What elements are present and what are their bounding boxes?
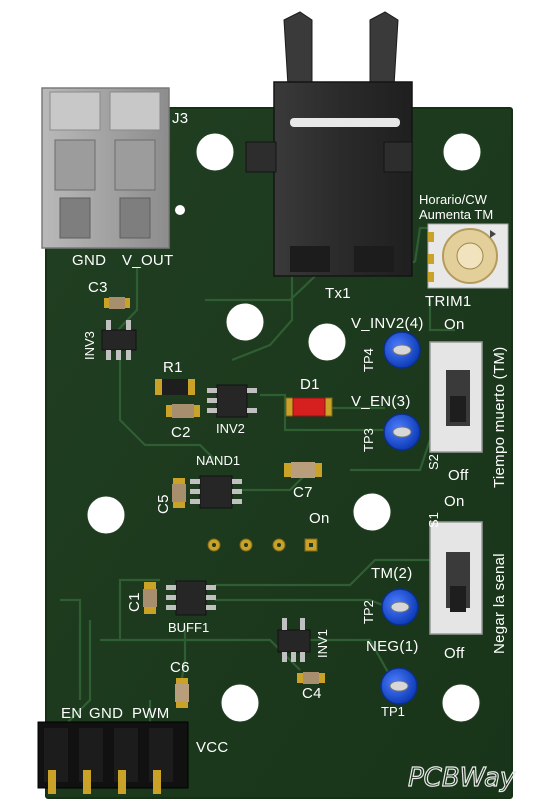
d1-ref-label: D1 — [300, 376, 320, 393]
inv2-ref-label: INV2 — [216, 421, 245, 436]
mounting-hole — [307, 322, 347, 362]
capacitor-c7 — [284, 462, 322, 478]
mounting-hole — [441, 683, 481, 723]
trimmer-trim1 — [427, 223, 509, 289]
mounting-hole — [442, 132, 482, 172]
c6-ref-label: C6 — [170, 659, 190, 676]
j3-pin-vout-label: V_OUT — [122, 252, 174, 269]
watermark-logo: PCBWay — [408, 763, 516, 793]
testpoint-tp3[interactable] — [383, 413, 421, 451]
c4-ref-label: C4 — [302, 685, 322, 702]
ic-buff1 — [166, 580, 216, 616]
tp4-net-label: V_INV2(4) — [351, 315, 424, 332]
inv1-ref-label: INV1 — [315, 629, 330, 658]
header-pin-pwm-label: PWM — [132, 705, 170, 722]
header-pin-en-label: EN — [61, 705, 82, 722]
ic-inv1 — [277, 618, 311, 662]
tp1-net-label: NEG(1) — [366, 638, 419, 655]
capacitor-c1 — [143, 582, 157, 614]
testpoint-tp4[interactable] — [383, 331, 421, 369]
pad-row — [207, 538, 318, 552]
diode-d1 — [285, 397, 333, 417]
header-vcc-label: VCC — [196, 739, 229, 756]
s2-function-label: Tiempo muerto (TM) — [491, 346, 508, 488]
tp3-net-label: V_EN(3) — [351, 393, 411, 410]
slide-switch-s2[interactable] — [429, 341, 483, 453]
testpoint-tp2[interactable] — [381, 588, 419, 626]
s2-on-label: On — [444, 316, 465, 333]
trimmer-note-line1: Horario/CW — [419, 192, 488, 207]
tp2-ref-label: TP2 — [361, 600, 376, 624]
relay-tx1 — [245, 11, 413, 277]
mounting-hole — [225, 302, 265, 342]
s1-on-label: On — [444, 493, 465, 510]
header-pin-gnd-label: GND — [89, 705, 123, 722]
tp3-ref-label: TP3 — [361, 428, 376, 452]
mounting-hole — [220, 683, 260, 723]
ic-inv3 — [101, 320, 137, 360]
pin-header — [37, 721, 189, 794]
j3-ref-label: J3 — [172, 110, 188, 127]
relay-ref-label: Tx1 — [325, 285, 351, 302]
ic-inv2 — [207, 384, 257, 418]
terminal-block-j3 — [41, 87, 185, 249]
trimmer-ref-label: TRIM1 — [425, 293, 472, 310]
nand1-ref-label: NAND1 — [196, 453, 240, 468]
capacitor-c3 — [104, 297, 130, 309]
inv3-ref-label: INV3 — [82, 331, 97, 360]
mounting-hole — [195, 132, 235, 172]
buff1-ref-label: BUFF1 — [168, 620, 209, 635]
r1-ref-label: R1 — [163, 359, 183, 376]
c3-ref-label: C3 — [88, 279, 108, 296]
s1-off-label: Off — [444, 645, 465, 662]
capacitor-c6 — [175, 678, 189, 708]
testpoint-tp1[interactable] — [380, 667, 418, 705]
c7-ref-label: C7 — [293, 484, 313, 501]
c1-ref-label: C1 — [126, 592, 143, 612]
s2-off-label: Off — [448, 467, 469, 484]
tp4-ref-label: TP4 — [361, 348, 376, 372]
c5-ref-label: C5 — [155, 494, 172, 514]
s1-ref-label: S1 — [426, 512, 441, 528]
mounting-holes — [86, 132, 482, 723]
ic-nand1 — [190, 475, 242, 509]
s1-function-label: Negar la senal — [491, 553, 508, 654]
s2-ref-label: S2 — [426, 454, 441, 470]
on-label: On — [309, 510, 330, 527]
slide-switch-s1[interactable] — [429, 521, 483, 635]
resistor-r1 — [155, 379, 195, 395]
capacitor-c2 — [166, 404, 200, 418]
j3-pin-gnd-label: GND — [72, 252, 106, 269]
capacitor-c4 — [297, 672, 325, 684]
pin1-dot — [175, 205, 185, 215]
tp2-net-label: TM(2) — [371, 565, 413, 582]
tp1-ref-label: TP1 — [381, 704, 405, 719]
mounting-hole — [86, 495, 126, 535]
c2-ref-label: C2 — [171, 424, 191, 441]
mounting-hole — [352, 492, 392, 532]
capacitor-c5 — [172, 478, 186, 508]
trimmer-note-line2: Aumenta TM — [419, 207, 493, 222]
